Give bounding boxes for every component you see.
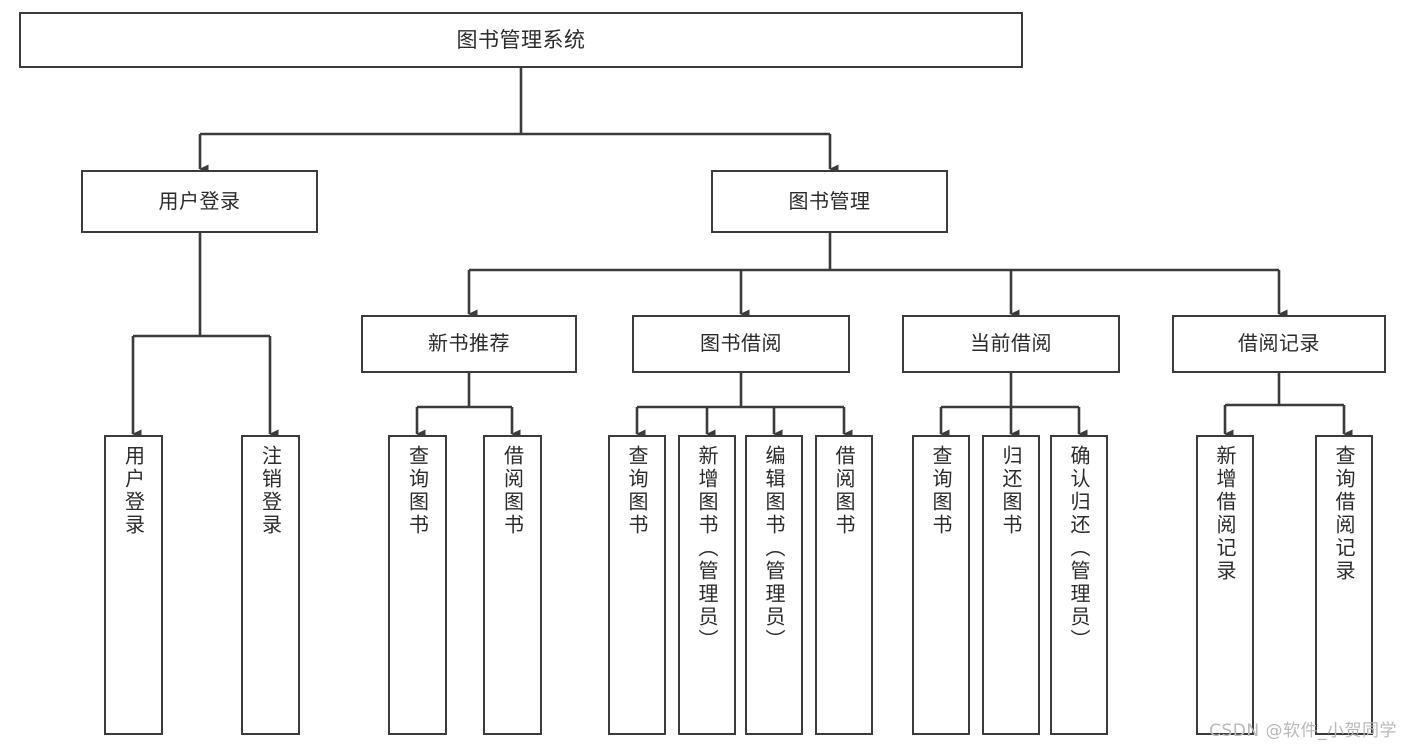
node-leaf-borrow-book-1[interactable]: 借阅图书 — [483, 435, 542, 735]
node-leaf-user-login-label: 用户登录 — [121, 445, 146, 537]
node-leaf-confirm-return[interactable]: 确认归还（管理员） — [1050, 435, 1108, 735]
node-current-borrow-label: 当前借阅 — [970, 331, 1052, 356]
node-leaf-query-book-1[interactable]: 查询图书 — [388, 435, 447, 735]
node-leaf-query-book-1-label: 查询图书 — [405, 445, 430, 537]
node-leaf-user-logout[interactable]: 注销登录 — [241, 435, 300, 735]
node-leaf-add-record-label: 新增借阅记录 — [1213, 445, 1237, 583]
node-new-book-rec[interactable]: 新书推荐 — [361, 315, 577, 373]
node-leaf-borrow-book-2[interactable]: 借阅图书 — [815, 435, 873, 735]
edge-layer — [131, 68, 1353, 439]
node-leaf-return-book-label: 归还图书 — [999, 445, 1023, 537]
node-leaf-add-record[interactable]: 新增借阅记录 — [1196, 435, 1254, 735]
node-leaf-return-book[interactable]: 归还图书 — [982, 435, 1040, 735]
node-book-manage[interactable]: 图书管理 — [711, 170, 948, 233]
node-leaf-edit-book[interactable]: 编辑图书（管理员） — [745, 435, 803, 735]
node-current-borrow[interactable]: 当前借阅 — [902, 315, 1120, 373]
node-user-login[interactable]: 用户登录 — [81, 170, 318, 233]
node-new-book-rec-label: 新书推荐 — [428, 331, 510, 356]
node-root-system[interactable]: 图书管理系统 — [19, 12, 1023, 68]
node-leaf-query-book-2[interactable]: 查询图书 — [608, 435, 666, 735]
node-leaf-edit-book-label: 编辑图书（管理员） — [762, 445, 786, 652]
node-leaf-query-book-3[interactable]: 查询图书 — [912, 435, 970, 735]
node-leaf-borrow-book-2-label: 借阅图书 — [832, 445, 856, 537]
node-borrow-record[interactable]: 借阅记录 — [1172, 315, 1386, 373]
node-book-borrow-label: 图书借阅 — [700, 331, 782, 356]
node-book-borrow[interactable]: 图书借阅 — [632, 315, 850, 373]
node-borrow-record-label: 借阅记录 — [1238, 331, 1320, 356]
node-leaf-query-book-3-label: 查询图书 — [929, 445, 953, 537]
node-leaf-borrow-book-1-label: 借阅图书 — [500, 445, 525, 537]
node-leaf-add-book-label: 新增图书（管理员） — [695, 445, 719, 652]
node-leaf-confirm-return-label: 确认归还（管理员） — [1067, 445, 1091, 652]
node-book-manage-label: 图书管理 — [788, 188, 871, 213]
node-leaf-user-login[interactable]: 用户登录 — [104, 435, 163, 735]
node-leaf-user-logout-label: 注销登录 — [258, 445, 283, 537]
node-root-system-label: 图书管理系统 — [456, 27, 586, 52]
node-leaf-query-record-label: 查询借阅记录 — [1332, 445, 1356, 583]
node-leaf-query-record[interactable]: 查询借阅记录 — [1315, 435, 1373, 735]
node-leaf-add-book[interactable]: 新增图书（管理员） — [678, 435, 736, 735]
node-leaf-query-book-2-label: 查询图书 — [625, 445, 649, 537]
node-user-login-label: 用户登录 — [158, 188, 241, 213]
